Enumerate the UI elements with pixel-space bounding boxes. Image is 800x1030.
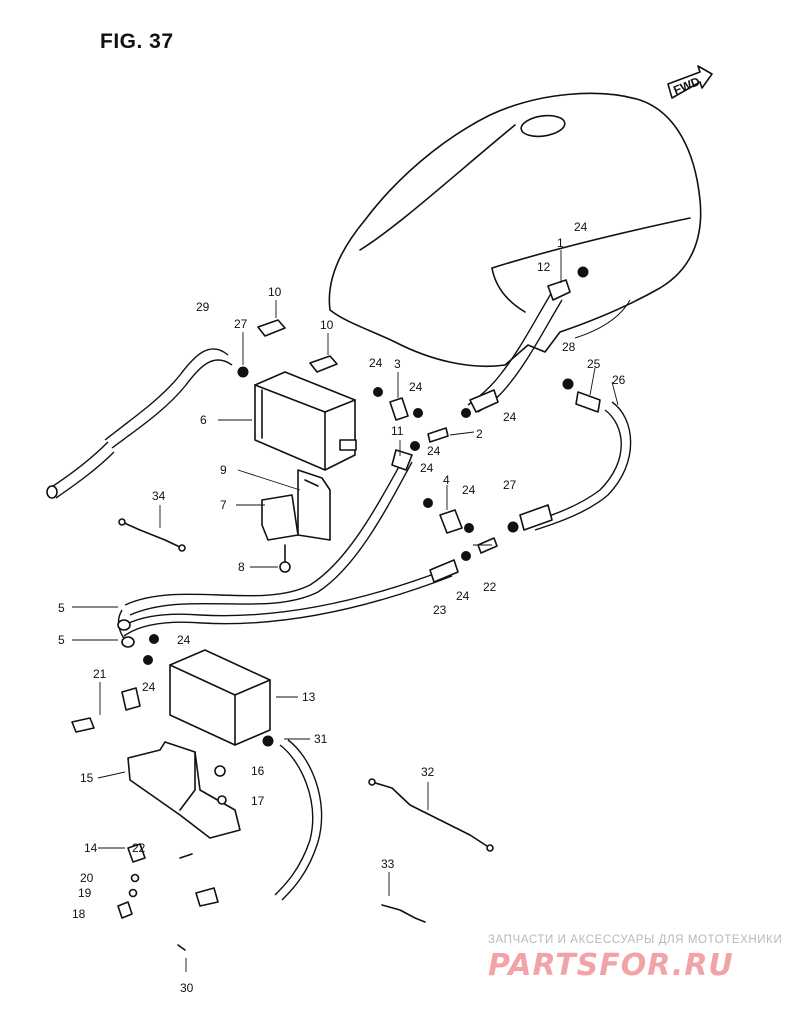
small-parts-14-18-19-20: [117, 843, 219, 919]
callout-22-lower: 22: [483, 580, 497, 594]
callout-24-h: 24: [456, 589, 470, 603]
callout-26: 26: [612, 373, 626, 387]
joint-22: [477, 537, 498, 554]
canister-13: [169, 649, 271, 746]
callout-2: 2: [476, 427, 483, 441]
bolt-8: [279, 544, 291, 573]
bracket-7: [261, 494, 299, 541]
clamp-24: [143, 266, 589, 747]
callout-21: 21: [93, 667, 107, 681]
hose-29: [46, 348, 233, 499]
leader-lines: [72, 250, 619, 849]
pad-10-lower: [309, 355, 338, 373]
callout-24-b: 24: [369, 356, 383, 370]
callout-10-upper: 10: [268, 285, 282, 299]
callout-20: 20: [80, 871, 94, 885]
callout-24-i: 24: [177, 633, 191, 647]
callout-28: 28: [562, 340, 576, 354]
callout-30: 30: [180, 981, 194, 995]
cable-33: [381, 872, 426, 923]
clip-21: [71, 687, 141, 733]
callout-24-c: 24: [409, 380, 423, 394]
callout-25: 25: [587, 357, 601, 371]
callout-24-f: 24: [420, 461, 434, 475]
callout-22-small: 22: [132, 841, 146, 855]
watermark-tagline: ЗАПЧАСТИ И АКСЕССУАРЫ ДЛЯ МОТОТЕХНИКИ: [488, 934, 783, 946]
callout-10-lower: 10: [320, 318, 334, 332]
washer-17: [217, 795, 227, 805]
callout-16: 16: [251, 764, 265, 778]
callout-24-j: 24: [142, 680, 156, 694]
callout-34: 34: [152, 489, 166, 503]
callout-15: 15: [80, 771, 94, 785]
hose-11: [124, 449, 413, 616]
callout-5-lower: 5: [58, 633, 65, 647]
figure-title: FIG. 37: [100, 30, 174, 53]
callout-12: 12: [537, 260, 551, 274]
callout-33: 33: [381, 857, 395, 871]
callout-32: 32: [421, 765, 435, 779]
watermark-logo: PARTSFOR.RU: [488, 948, 734, 983]
canister-6: [254, 371, 357, 471]
callout-8: 8: [238, 560, 245, 574]
bracket-9: [297, 469, 331, 541]
callout-7: 7: [220, 498, 227, 512]
callout-18: 18: [72, 907, 86, 921]
hose-23: [119, 559, 459, 637]
callout-29: 29: [196, 300, 210, 314]
joint-2: [427, 427, 449, 443]
cable-32: [368, 778, 494, 852]
connector-4: [439, 509, 463, 534]
cable-34: [118, 505, 186, 552]
callout-24-g: 24: [462, 483, 476, 497]
callout-3: 3: [394, 357, 401, 371]
callout-23: 23: [433, 603, 447, 617]
callout-labels: 1 2 3 4 5 5 6 7 8 9 10 10 11 12 13 14 15…: [58, 220, 626, 995]
fuel-tank: [328, 92, 702, 368]
callout-9: 9: [220, 463, 227, 477]
callout-31: 31: [314, 732, 328, 746]
pad-10-upper: [257, 319, 286, 337]
hose-5: [117, 609, 135, 648]
callout-27-lower: 27: [503, 478, 517, 492]
hose-26: [519, 391, 632, 531]
callout-6: 6: [200, 413, 207, 427]
tank-hose-12: [467, 279, 571, 413]
callout-27-upper: 27: [234, 317, 248, 331]
callout-19: 19: [78, 886, 92, 900]
bracket-15: [127, 741, 241, 839]
hose-31: [274, 739, 323, 901]
callout-24-e: 24: [427, 444, 441, 458]
callout-24-a: 24: [574, 220, 588, 234]
connector-3: [389, 397, 409, 421]
fwd-label: FWD: [671, 74, 702, 97]
forward-arrow-icon: FWD: [667, 65, 713, 99]
callout-14: 14: [84, 841, 98, 855]
callout-13: 13: [302, 690, 316, 704]
callout-4: 4: [443, 473, 450, 487]
callout-1: 1: [557, 236, 564, 250]
callout-24-d: 24: [503, 410, 517, 424]
callout-11: 11: [391, 424, 404, 438]
callout-5-upper: 5: [58, 601, 65, 615]
wire-30: [177, 944, 187, 972]
bolt-16: [214, 765, 226, 777]
callout-17: 17: [251, 794, 265, 808]
